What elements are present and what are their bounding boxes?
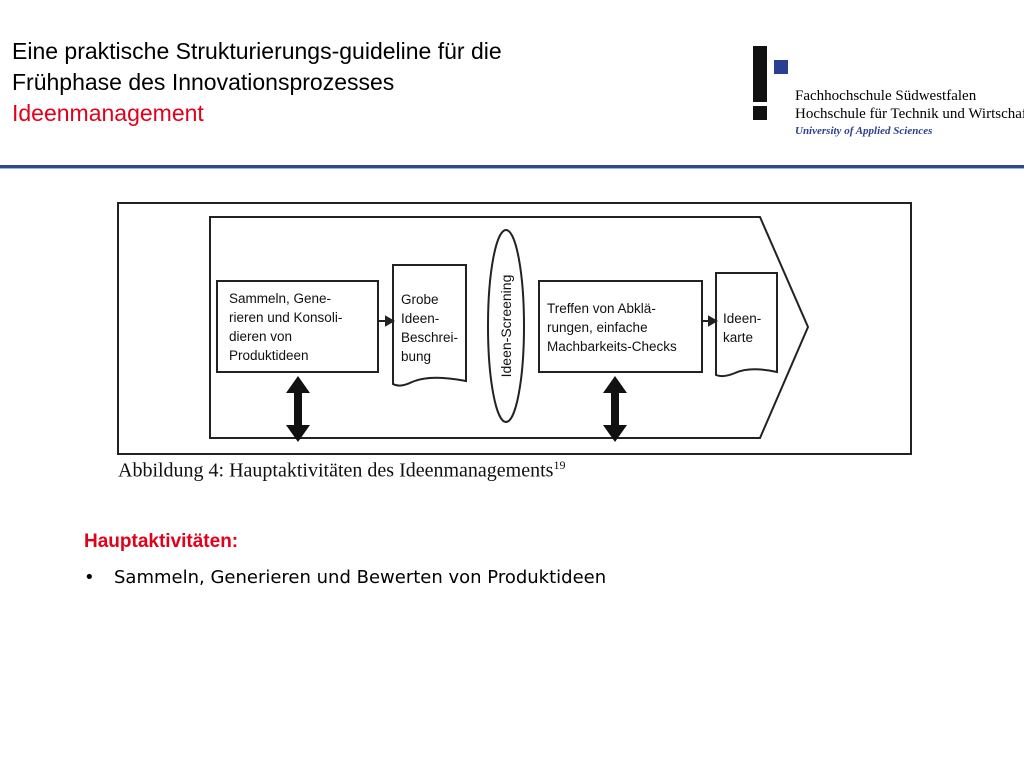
title-line-3: Ideenmanagement bbox=[12, 100, 204, 126]
screening-ellipse bbox=[487, 229, 525, 423]
figure-caption: Abbildung 4: Hauptaktivitäten des Ideenm… bbox=[118, 458, 565, 483]
header-rule bbox=[0, 165, 1024, 168]
activity-box-clarify bbox=[538, 280, 703, 373]
doc2-line-2: karte bbox=[723, 330, 753, 345]
box2-line-1: Treffen von Abklä- bbox=[547, 301, 656, 316]
caption-footnote: 19 bbox=[553, 458, 566, 472]
doc1-line-2: Ideen- bbox=[401, 311, 439, 326]
bullet-text: Sammeln, Generieren und Bewerten von Pro… bbox=[114, 567, 607, 588]
double-arrow-right bbox=[603, 376, 627, 442]
process-arrow-outline bbox=[209, 216, 810, 439]
slide-title: Eine praktische Strukturierungs-guidelin… bbox=[12, 36, 692, 129]
logo-line-3: University of Applied Sciences bbox=[795, 125, 933, 137]
box1-line-3: dieren von bbox=[229, 329, 292, 344]
box2-line-2: rungen, einfache bbox=[547, 320, 648, 335]
logo-line-1: Fachhochschule Südwestfalen bbox=[795, 88, 977, 104]
doc1-line-1: Grobe bbox=[401, 292, 439, 307]
connector-arrow-1-head bbox=[385, 315, 396, 327]
doc1-line-3: Beschrei- bbox=[401, 330, 458, 345]
doc1-line-4: bung bbox=[401, 349, 431, 364]
screening-label: Ideen-Screening bbox=[498, 275, 514, 378]
bullet-list: • Sammeln, Generieren und Bewerten von Pr… bbox=[84, 567, 606, 588]
bullet-icon: • bbox=[84, 567, 95, 588]
box1-line-1: Sammeln, Gene- bbox=[229, 291, 331, 306]
box1-line-2: rieren und Konsoli- bbox=[229, 310, 342, 325]
document-shape-idea-card bbox=[715, 272, 778, 378]
list-item: • Sammeln, Generieren und Bewerten von Pr… bbox=[84, 567, 606, 588]
double-arrow-left bbox=[286, 376, 310, 442]
box1-line-4: Produktideen bbox=[229, 348, 309, 363]
connector-arrow-2-head bbox=[708, 315, 719, 327]
box2-line-3: Machbarkeits-Checks bbox=[547, 339, 677, 354]
doc2-line-1: Ideen- bbox=[723, 311, 761, 326]
document-shape-rough-description bbox=[392, 264, 467, 387]
title-line-1: Eine praktische Strukturierungs-guidelin… bbox=[12, 38, 502, 64]
header-rule-light bbox=[0, 168, 1024, 169]
process-figure: Sammeln, Gene- rieren und Konsoli- diere… bbox=[0, 190, 1024, 465]
caption-text: Abbildung 4: Hauptaktivitäten des Ideenm… bbox=[118, 459, 554, 482]
title-line-2: Frühphase des Innovationsprozesses bbox=[12, 69, 395, 95]
logo-mark-icon bbox=[753, 46, 788, 120]
activities-heading: Hauptaktivitäten: bbox=[84, 531, 239, 552]
logo-line-2: Hochschule für Technik und Wirtschaft bbox=[795, 106, 1024, 122]
activity-box-collect bbox=[216, 280, 379, 373]
process-diagram: Sammeln, Gene- rieren und Konsoli- diere… bbox=[117, 202, 912, 455]
